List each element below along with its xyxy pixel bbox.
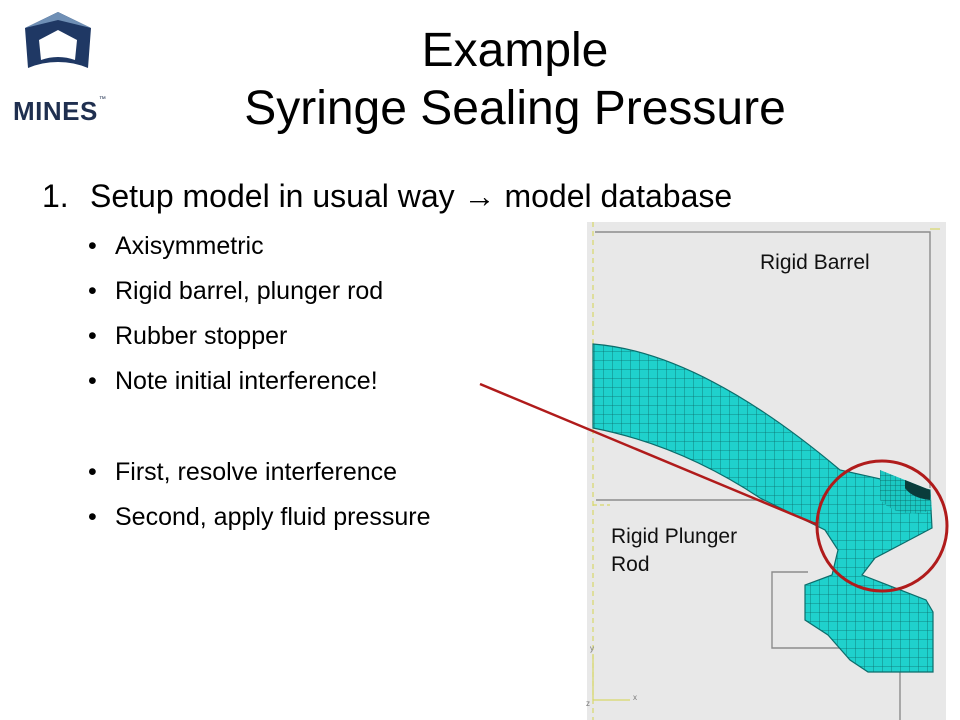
- bullet-icon: •: [88, 277, 97, 305]
- bullet-icon: •: [88, 232, 97, 260]
- step-text: Setup model in usual way → model databas…: [90, 178, 733, 214]
- bullet-item: •Note initial interference!: [88, 363, 430, 408]
- bullet-icon: •: [88, 503, 97, 531]
- title-line-2: Syringe Sealing Pressure: [244, 82, 786, 135]
- step-1: 1. Setup model in usual way → model datab…: [42, 178, 732, 215]
- step-number: 1.: [42, 178, 69, 214]
- fea-model-figure: [587, 222, 946, 720]
- bullet-item: •Rigid barrel, plunger rod: [88, 273, 430, 318]
- bullet-item: •Second, apply fluid pressure: [88, 499, 430, 544]
- bullet-item: •Rubber stopper: [88, 318, 430, 363]
- rigid-barrel-label: Rigid Barrel: [760, 251, 870, 274]
- bullet-icon: •: [88, 322, 97, 350]
- title-line-1: Example: [421, 24, 609, 77]
- bullet-list: •Axisymmetric •Rigid barrel, plunger rod…: [88, 228, 430, 544]
- bullet-item: •First, resolve interference: [88, 454, 430, 499]
- rigid-plunger-label: Rigid Plunger Rod: [611, 525, 738, 576]
- slide-title: Example Syringe Sealing Pressure: [130, 22, 900, 138]
- mines-shield-icon: [25, 12, 91, 68]
- bullet-item: •Axisymmetric: [88, 228, 430, 273]
- bullet-icon: •: [88, 458, 97, 486]
- mines-wordmark: MINES™: [13, 96, 107, 126]
- bullet-icon: •: [88, 367, 97, 395]
- mines-logo: MINES™: [8, 10, 108, 126]
